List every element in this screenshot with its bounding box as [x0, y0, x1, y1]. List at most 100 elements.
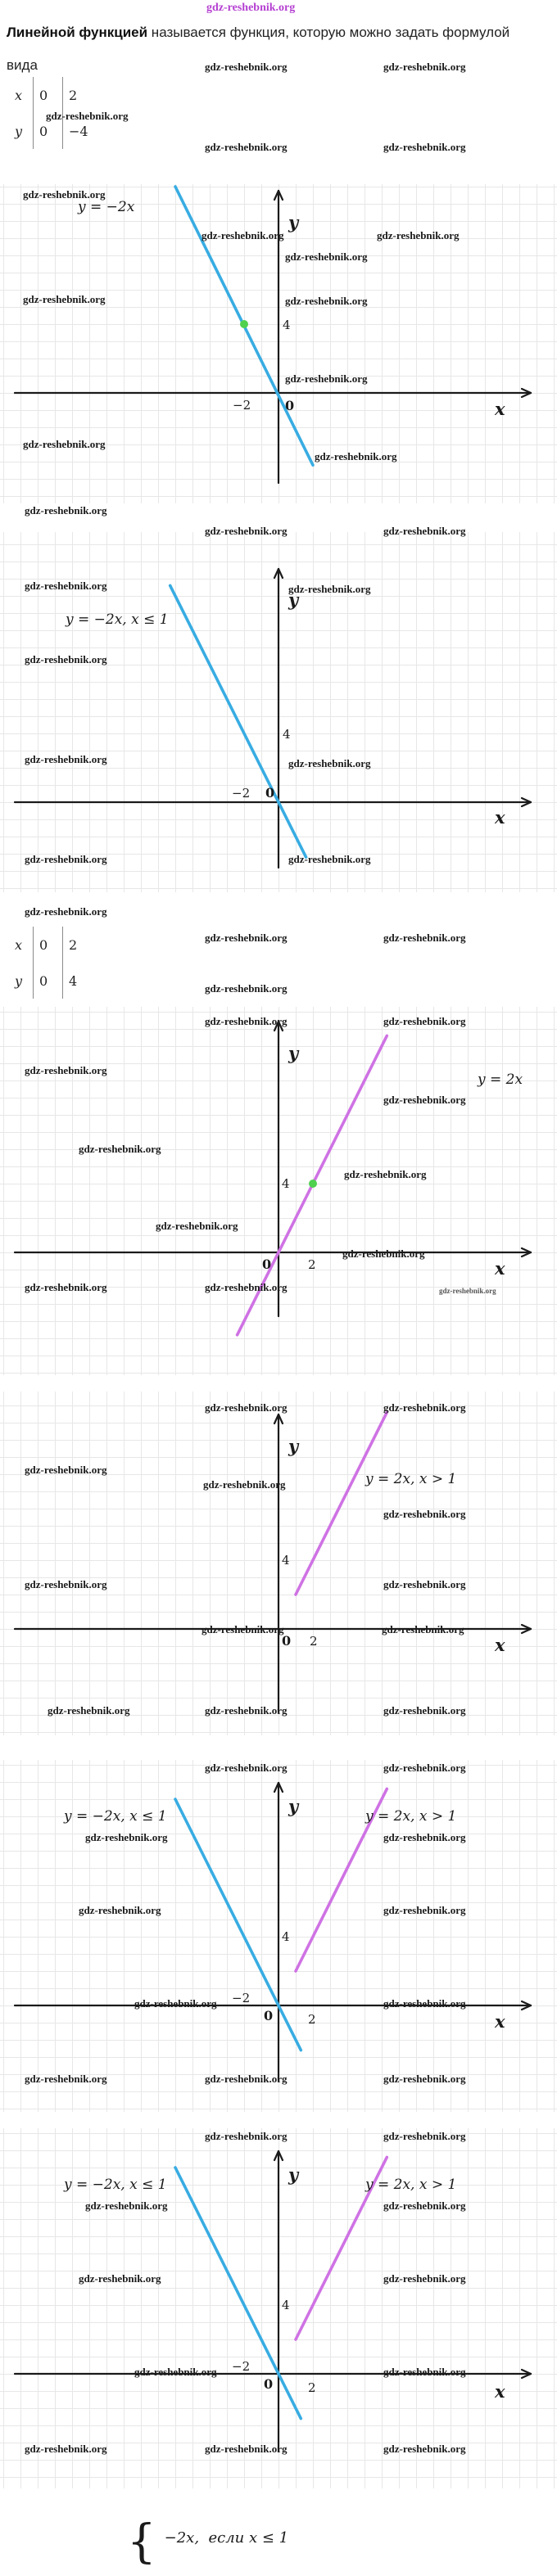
watermark-text: gdz-reshebnik.org: [205, 1015, 288, 1027]
watermark-text: gdz-reshebnik.org: [85, 2199, 168, 2212]
watermark-text: gdz-reshebnik.org: [23, 293, 106, 305]
tick-label: 2: [308, 2380, 316, 2395]
watermark-text: gdz-reshebnik.org: [25, 653, 107, 665]
table-value: 2: [62, 77, 92, 113]
x-axis-arrow: [520, 2372, 532, 2380]
watermark-text: gdz-reshebnik.org: [202, 1623, 284, 1635]
piecewise-function: { −2x, если x ≤ 1: [127, 2520, 288, 2565]
watermark-text: gdz-reshebnik.org: [383, 1904, 466, 1916]
watermark-text: gdz-reshebnik.org: [382, 1623, 464, 1635]
x-axis-arrow: [520, 391, 532, 399]
watermark-text: gdz-reshebnik.org: [206, 2, 296, 14]
tick-label: 4: [283, 727, 291, 742]
watermark-text: gdz-reshebnik.org: [288, 757, 371, 769]
y-axis-arrow: [277, 1781, 284, 1793]
marked-point: [309, 1180, 317, 1188]
table-value: 4: [62, 963, 92, 999]
watermark-text: gdz-reshebnik.org: [285, 250, 368, 263]
axis-letter: x: [494, 807, 505, 828]
axis-letter: y: [288, 212, 300, 232]
function-label: y = 2x: [477, 1071, 523, 1088]
axis-letter: x: [494, 399, 505, 419]
watermark-text: gdz-reshebnik.org: [285, 295, 368, 307]
watermark-text: gdz-reshebnik.org: [205, 1704, 288, 1717]
table-value: 0: [33, 113, 62, 149]
watermark-text: gdz-reshebnik.org: [383, 141, 466, 153]
watermark-text: gdz-reshebnik.org: [25, 1064, 107, 1076]
watermark-text: gdz-reshebnik.org: [383, 2272, 466, 2285]
x-axis-arrow: [520, 387, 532, 395]
watermark-text: gdz-reshebnik.org: [205, 982, 288, 995]
watermark-text: gdz-reshebnik.org: [383, 61, 466, 73]
watermark-text: gdz-reshebnik.org: [383, 1997, 466, 2010]
watermark-text: gdz-reshebnik.org: [134, 2366, 217, 2378]
watermark-text: gdz-reshebnik.org: [383, 1762, 466, 1774]
watermark-text: gdz-reshebnik.org: [383, 525, 466, 537]
watermark-text: gdz-reshebnik.org: [383, 932, 466, 944]
origin-label: 0: [265, 785, 274, 801]
watermark-text: gdz-reshebnik.org: [288, 583, 371, 595]
origin-label: 0: [264, 2008, 273, 2023]
tick-label: −2: [232, 2359, 250, 2374]
table-variable: x: [15, 936, 23, 953]
watermark-text: gdz-reshebnik.org: [383, 1015, 466, 1027]
watermark-text: gdz-reshebnik.org: [203, 1478, 286, 1491]
watermark-text: gdz-reshebnik.org: [205, 1401, 288, 1414]
watermark-text: gdz-reshebnik.org: [25, 2073, 107, 2085]
y-axis-arrow: [273, 2150, 280, 2162]
axis-letter: y: [288, 1796, 300, 1816]
y-axis-arrow: [273, 1413, 280, 1425]
table-variable: x: [15, 87, 23, 103]
watermark-text: gdz-reshebnik.org: [205, 932, 288, 944]
watermark-text: gdz-reshebnik.org: [25, 1464, 107, 1476]
watermark-text: gdz-reshebnik.org: [383, 2443, 466, 2455]
watermark-text: gdz-reshebnik.org: [383, 1578, 466, 1590]
function-label: y = 2x, x > 1: [365, 1808, 456, 1825]
watermark-text: gdz-reshebnik.org: [315, 450, 397, 462]
y-axis-arrow: [273, 567, 280, 580]
watermark-text: gdz-reshebnik.org: [23, 438, 106, 450]
x-axis-arrow: [520, 2004, 532, 2011]
watermark-text: gdz-reshebnik.org: [383, 1508, 466, 1520]
watermark-text: gdz-reshebnik.org: [202, 229, 284, 241]
watermark-text: gdz-reshebnik.org: [377, 229, 460, 241]
watermark-text: gdz-reshebnik.org: [205, 2073, 288, 2085]
function-line-blue: [174, 1798, 303, 2052]
watermark-text: gdz-reshebnik.org: [79, 2272, 161, 2285]
watermark-text: gdz-reshebnik.org: [25, 905, 107, 918]
watermark-text: gdz-reshebnik.org: [156, 1220, 238, 1232]
watermark-text: gdz-reshebnik.org: [25, 580, 107, 592]
y-axis-arrow: [277, 1020, 284, 1032]
function-label: y = 2x, x > 1: [365, 1471, 456, 1487]
tick-label: −2: [233, 398, 251, 413]
axis-letter: x: [494, 2381, 505, 2402]
table-variable: y: [15, 123, 23, 139]
intro-line2: вида: [7, 57, 38, 73]
function-label: y = −2x, x ≤ 1: [63, 1808, 167, 1825]
watermark-text: gdz-reshebnik.org: [342, 1247, 425, 1260]
watermark-text: gdz-reshebnik.org: [48, 1704, 130, 1717]
watermark-text: gdz-reshebnik.org: [46, 110, 129, 122]
axis-letter: x: [494, 2011, 505, 2032]
watermark-text: gdz-reshebnik.org: [383, 2366, 466, 2378]
tick-label: 4: [282, 1929, 290, 1944]
x-axis-arrow: [520, 2000, 532, 2007]
watermark-text: gdz-reshebnik.org: [439, 1287, 496, 1295]
tick-label: 2: [308, 1257, 316, 1272]
table-variable: y: [15, 972, 23, 989]
y-axis-arrow: [273, 1781, 280, 1793]
axis-letter: y: [288, 589, 300, 610]
intro-text: Линейной функцией называется функция, ко…: [7, 25, 550, 41]
